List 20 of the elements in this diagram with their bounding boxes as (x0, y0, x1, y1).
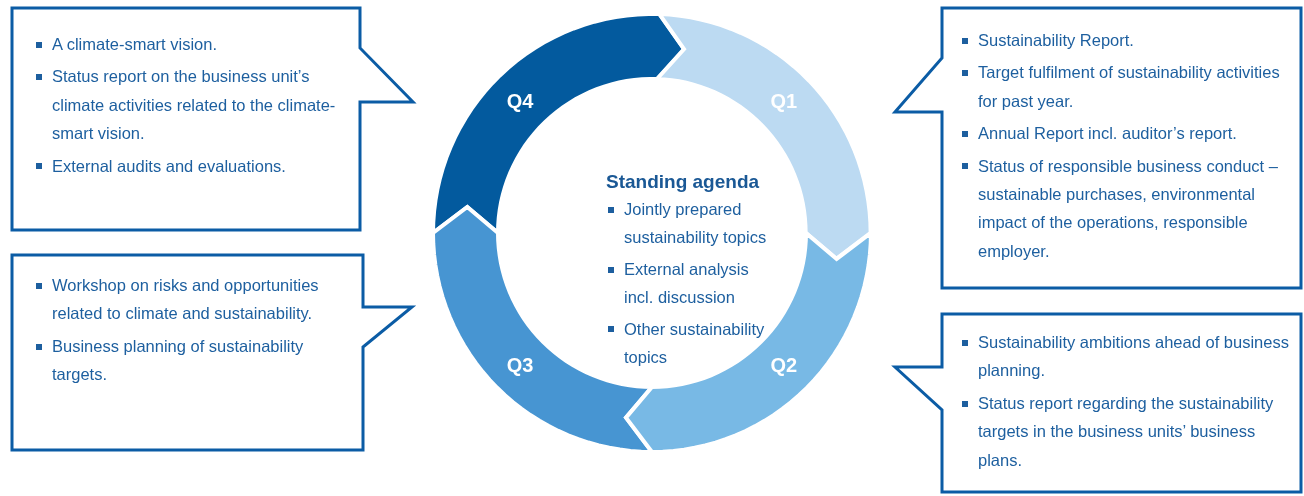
bullet-text: Workshop on risks and opportunities related to climate and sustainability. (52, 276, 319, 323)
bullet-text: A climate-smart vision. (52, 35, 218, 53)
callout-box (12, 255, 414, 450)
bullet-text: Annual Report incl. auditor’s report. (978, 124, 1237, 143)
bullet-text: Status of responsible business conduct – sustainable purchases, environmental impact of the operations, responsible employer. (978, 156, 1278, 260)
bullet-text: Sustainability Report. (978, 31, 1134, 49)
bullet-text: Status report on the business unit’s climate activities related to the climate-smart vision. (52, 67, 336, 143)
bullet-text: External audits and evaluations. (52, 156, 286, 175)
callout-box (12, 8, 414, 230)
callout-box (893, 8, 1301, 288)
bullet-text: Sustainability ambitions ahead of business planning. (978, 333, 1289, 380)
bullet-text: Jointly prepared sustainability topics (624, 200, 767, 247)
bullet-text: Target fulfilment of sustainability activities for past year. (978, 63, 1280, 110)
callout-box (893, 314, 1301, 492)
bullet-text: Status report regarding the sustainability targets in the business units’ business plans. (978, 393, 1274, 469)
agenda-heading: Standing agenda (606, 171, 761, 193)
quarter-label: Q1 (770, 89, 798, 113)
quarter-label: Q4 (506, 89, 534, 113)
bullet-text: Business planning of sustainability targets. (52, 336, 304, 384)
quarter-label: Q3 (506, 353, 534, 377)
